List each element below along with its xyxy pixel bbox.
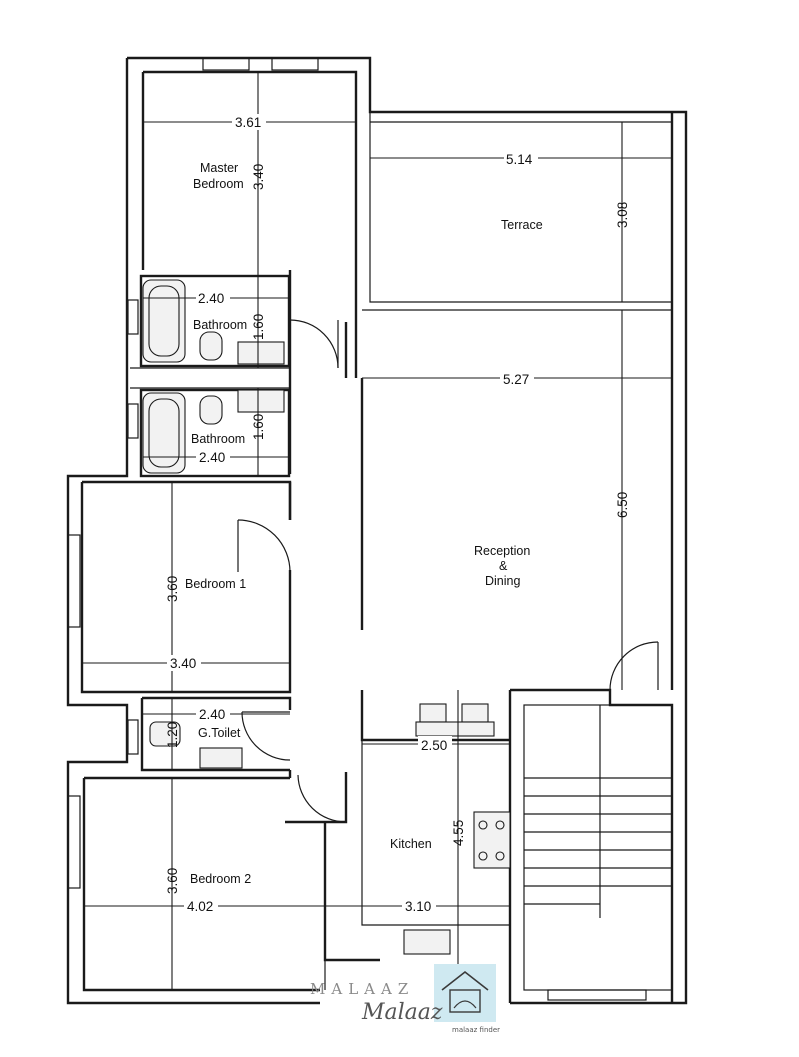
dim-reception-depth: 6.50: [615, 492, 630, 518]
kitchen-sink-icon: [403, 929, 451, 955]
exterior-walls: [66, 56, 688, 1005]
sink-icon: [237, 341, 285, 365]
dim-toilet-width: 2.40: [199, 707, 225, 722]
label-bedroom-1: Bedroom 1: [185, 577, 246, 591]
dimension-values: 3.61 3.40 5.14 3.08 2.40 1.60 5.27 6.50 …: [165, 114, 630, 914]
dim-bedroom1-depth: 3.60: [165, 576, 180, 602]
dim-bedroom2-width: 4.02: [187, 899, 213, 914]
sink-icon: [237, 389, 285, 413]
label-master-line1: Master: [200, 161, 238, 175]
dim-toilet-depth: 1.20: [165, 722, 180, 748]
chair-icon: [419, 703, 447, 723]
dim-reception-width: 5.27: [503, 372, 529, 387]
dim-terrace-width: 5.14: [506, 152, 533, 167]
dim-bath2-width: 2.40: [199, 450, 225, 465]
watermark-brand: MALAAZ: [310, 980, 415, 998]
doors: [237, 319, 659, 823]
windows: [67, 57, 647, 1001]
label-bedroom-2: Bedroom 2: [190, 872, 251, 886]
toilet-icon: [199, 331, 223, 361]
label-master-line2: Bedroom: [193, 177, 244, 191]
dim-bath1-depth: 1.60: [251, 314, 266, 340]
watermark-script: Malaaz: [362, 1000, 443, 1025]
label-bathroom-1: Bathroom: [193, 318, 247, 332]
dim-kitchen-width: 3.10: [405, 899, 431, 914]
room-labels: Master Bedroom Terrace Bathroom Bathroom…: [185, 161, 543, 886]
fixtures: [142, 279, 672, 955]
dimension-lines: [82, 72, 672, 990]
dim-master-width: 3.61: [235, 115, 261, 130]
dim-bath1-width: 2.40: [198, 291, 224, 306]
label-g-toilet: G.Toilet: [198, 726, 241, 740]
dim-bath2-depth: 1.60: [251, 414, 266, 440]
dim-kitchen-depth: 4.55: [451, 820, 466, 846]
dim-terrace-depth: 3.08: [615, 202, 630, 228]
label-bathroom-2: Bathroom: [191, 432, 245, 446]
dim-bedroom2-depth: 3.60: [165, 868, 180, 894]
label-reception-line2: &: [499, 559, 508, 573]
dim-master-depth: 3.40: [251, 164, 266, 190]
label-reception-line1: Reception: [474, 544, 530, 558]
stove-icon: [473, 811, 511, 869]
sink-icon: [199, 747, 243, 769]
chair-icon: [461, 703, 489, 723]
label-terrace: Terrace: [501, 218, 543, 232]
dim-bedroom1-width: 3.40: [170, 656, 196, 671]
watermark-tagline: malaaz finder: [452, 1026, 501, 1034]
toilet-icon: [199, 395, 223, 425]
watermark-logo: MALAAZ Malaaz malaaz finder: [300, 962, 520, 1052]
label-kitchen: Kitchen: [390, 837, 432, 851]
label-reception-line3: Dining: [485, 574, 520, 588]
dim-kitchen-top: 2.50: [421, 738, 447, 753]
house-logo-icon: [434, 964, 496, 1022]
